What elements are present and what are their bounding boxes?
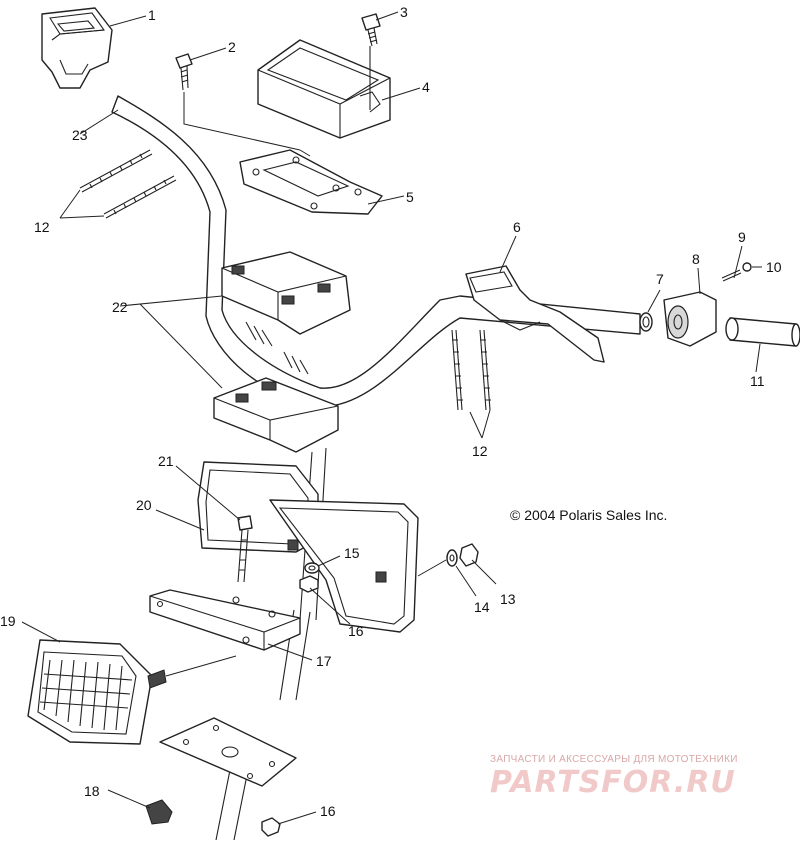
callout-12-right: 12 <box>472 443 488 459</box>
part-6-master-cylinder <box>465 265 605 363</box>
callout-10: 10 <box>766 259 782 275</box>
callout-11: 11 <box>750 373 765 389</box>
callout-14: 14 <box>474 599 490 615</box>
callout-9: 9 <box>738 229 746 245</box>
watermark-logo: PARTSFOR.RU <box>490 765 736 800</box>
part-17-mount-bar <box>149 589 301 651</box>
callout-19: 19 <box>0 613 16 629</box>
watermark: ЗАПЧАСТИ И АКСЕССУАРЫ ДЛЯ МОТОТЕХНИКИ PA… <box>490 754 738 800</box>
part-9-screw <box>721 269 742 282</box>
part-19-headlight <box>27 639 237 745</box>
part-2-bolt <box>175 53 301 151</box>
leader-lines <box>21 11 762 825</box>
callouts: 1 2 3 4 5 6 7 8 9 10 11 12 12 13 14 15 1… <box>0 4 782 819</box>
part-4-clamp-cap <box>257 39 391 139</box>
callout-8: 8 <box>692 251 700 267</box>
callout-5: 5 <box>406 189 414 205</box>
part-3-bolt <box>361 13 381 47</box>
callout-22: 22 <box>112 299 128 315</box>
part-20-light-bracket <box>197 461 419 633</box>
part-23-handlebar <box>111 95 641 407</box>
copyright-notice: © 2004 Polaris Sales Inc. <box>510 507 667 523</box>
part-16-nut-lower <box>261 817 281 837</box>
callout-21: 21 <box>158 453 174 469</box>
part-15-washer <box>304 562 320 574</box>
callout-1: 1 <box>148 7 156 23</box>
part-10-nut <box>742 262 752 272</box>
callout-23: 23 <box>72 127 88 143</box>
part-12-screws-left <box>79 149 177 219</box>
part-5-mount-plate <box>239 149 383 215</box>
part-1-handlebar-cover <box>41 7 113 89</box>
callout-15: 15 <box>344 545 360 561</box>
part-16-nut-upper <box>299 575 319 593</box>
callout-7: 7 <box>656 271 664 287</box>
part-12-screws-right <box>451 329 491 411</box>
callout-6: 6 <box>513 219 521 235</box>
callout-3: 3 <box>400 4 408 20</box>
callout-16-upper: 16 <box>348 623 364 639</box>
part-7-ring <box>639 312 653 332</box>
callout-2: 2 <box>228 39 236 55</box>
part-13-nut <box>417 543 479 577</box>
part-18-connector <box>145 799 173 825</box>
callout-20: 20 <box>136 497 152 513</box>
part-11-grip <box>725 317 800 347</box>
part-22-riser-clamps <box>213 251 351 453</box>
callout-16-lower: 16 <box>320 803 336 819</box>
part-21-bolt <box>237 515 253 583</box>
watermark-tagline: ЗАПЧАСТИ И АКСЕССУАРЫ ДЛЯ МОТОТЕХНИКИ <box>490 754 738 765</box>
callout-17: 17 <box>316 653 332 669</box>
callout-18: 18 <box>84 783 100 799</box>
part-14-washer <box>446 549 458 567</box>
callout-12-left: 12 <box>34 219 50 235</box>
part-8-throttle-housing <box>663 291 717 347</box>
lower-plate <box>159 717 297 787</box>
callout-4: 4 <box>422 79 430 95</box>
callout-13: 13 <box>500 591 516 607</box>
